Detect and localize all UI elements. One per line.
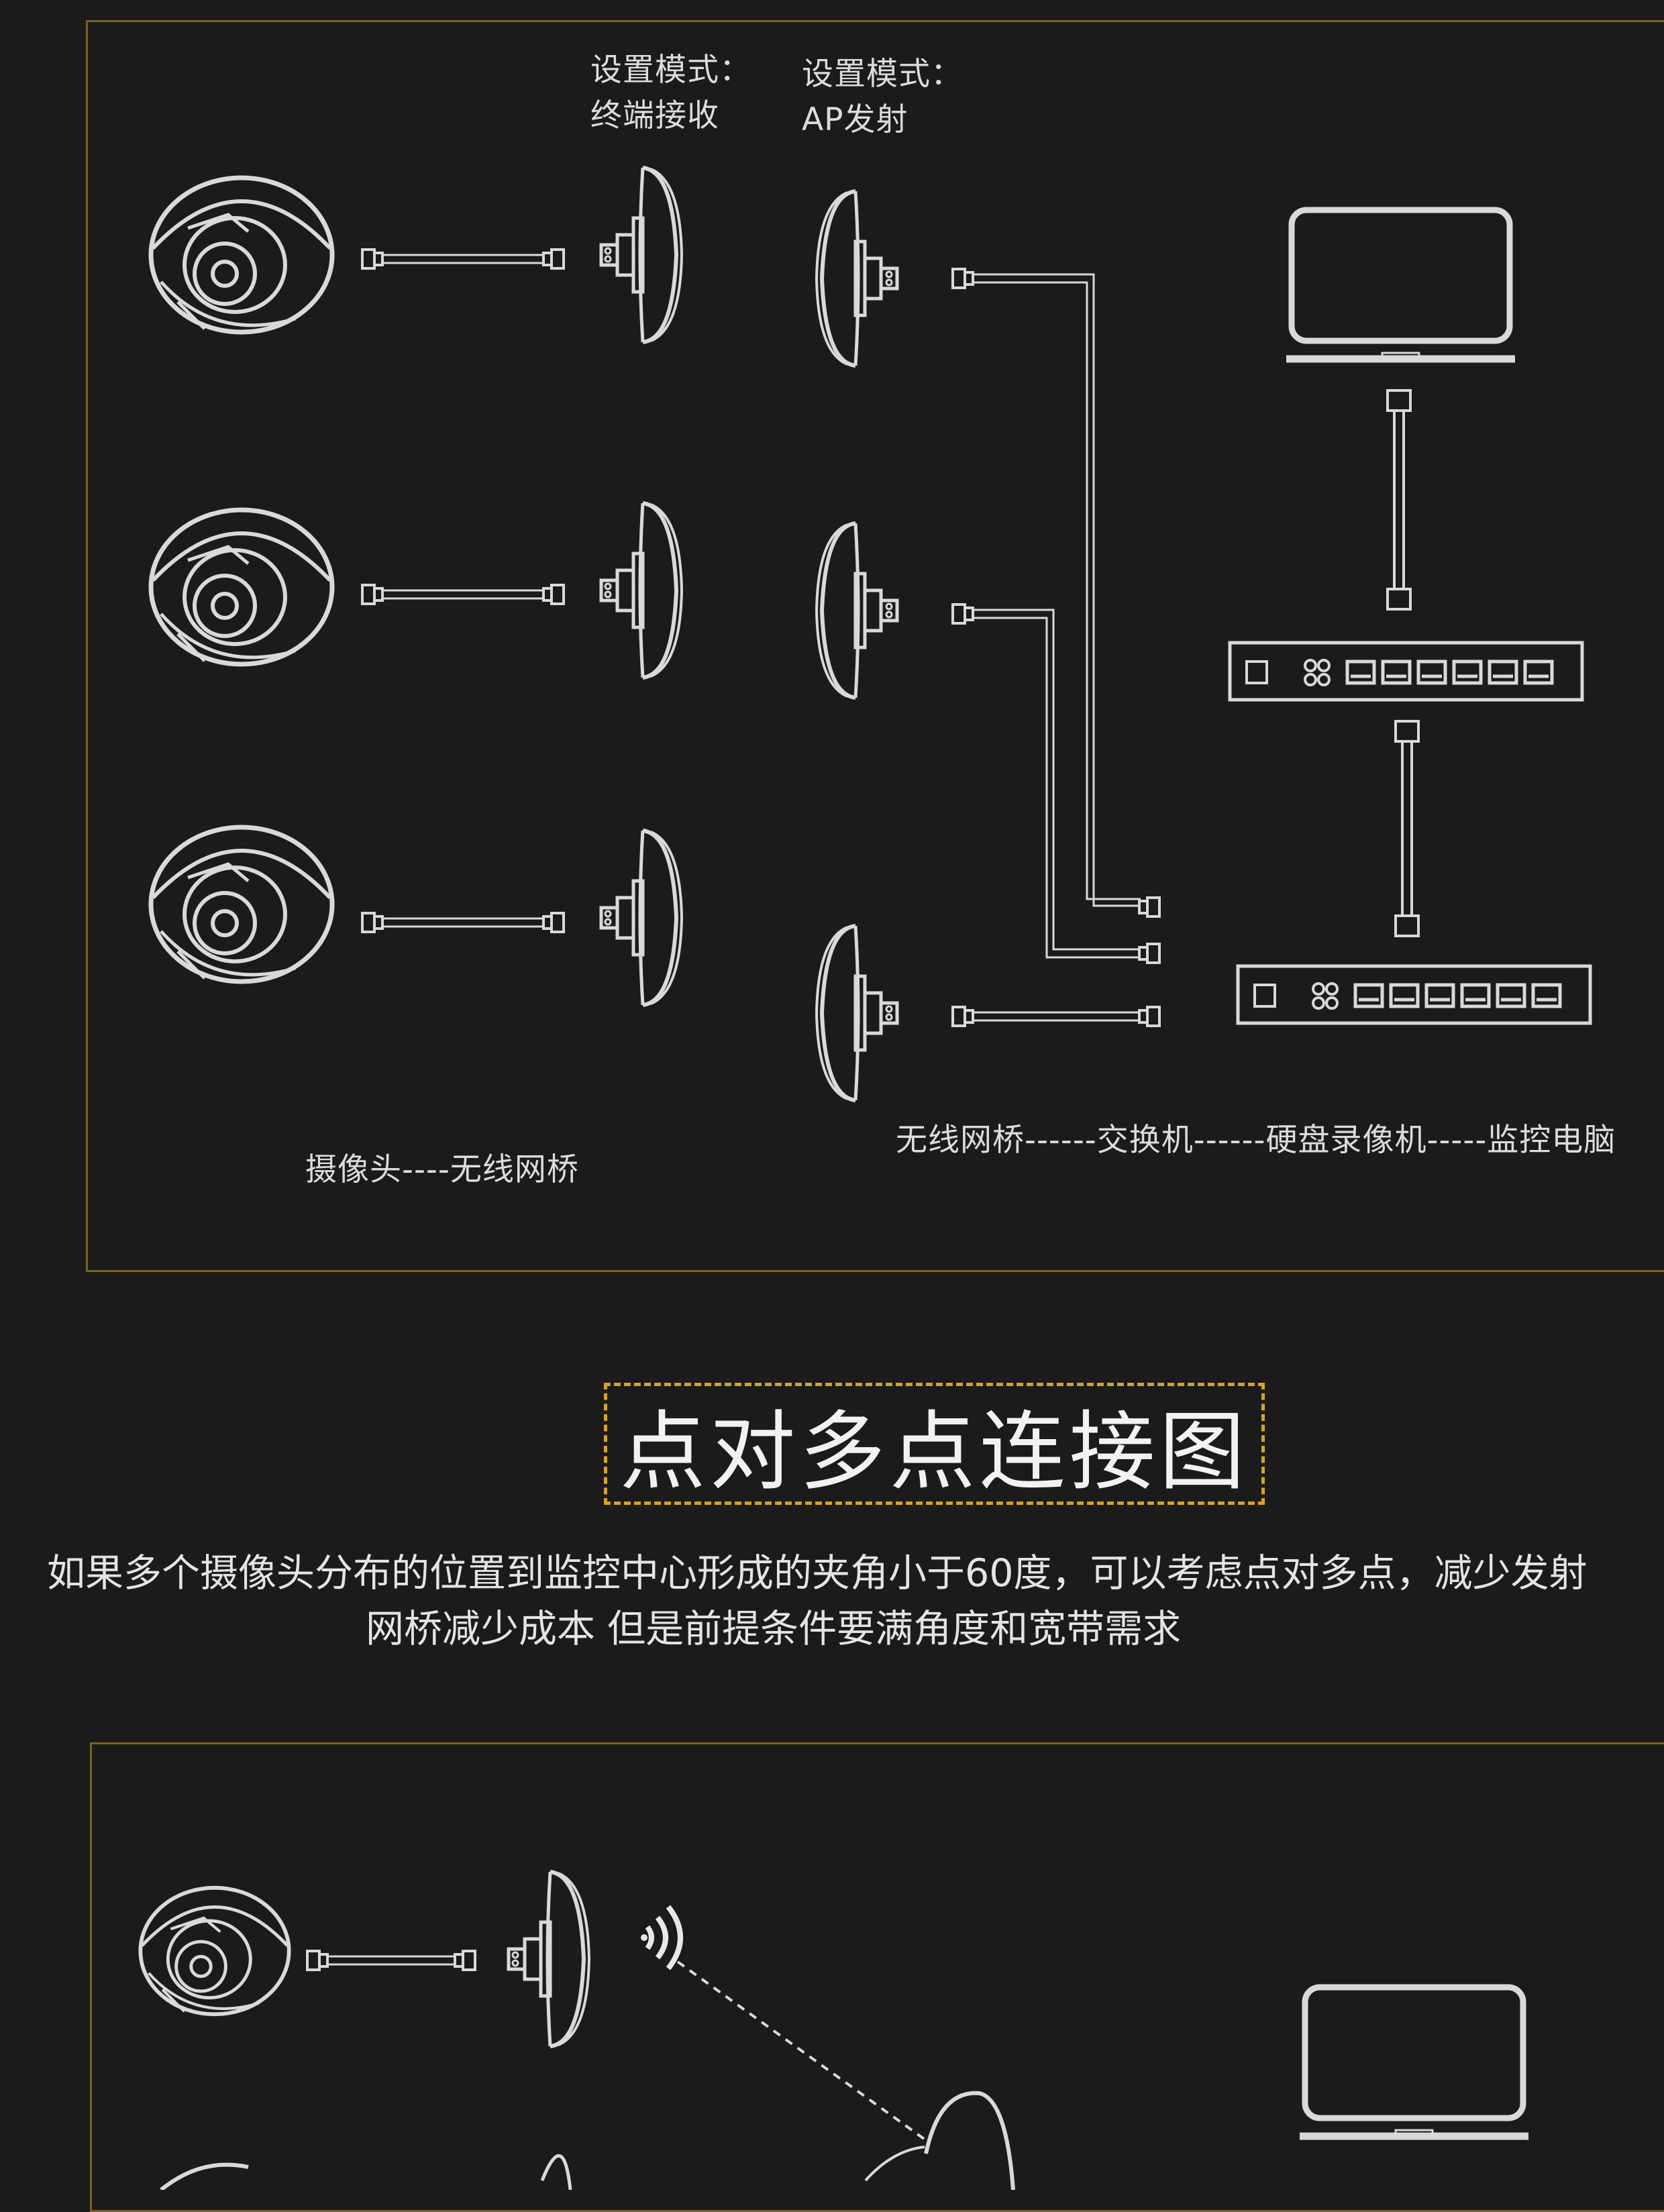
- mode-receive-line2: 终端接收: [590, 97, 719, 134]
- monitoring-laptop: [1286, 210, 1515, 359]
- camera-3: [151, 827, 332, 982]
- caption-camera-bridge: 摄像头----无线网桥: [305, 1151, 579, 1188]
- mode-ap-line1: 设置模式：: [802, 56, 963, 93]
- camera-1: [151, 178, 332, 332]
- section-title: 点对多点连接图: [604, 1383, 1265, 1505]
- section-description-line1: 如果多个摄像头分布的位置到监控中心形成的夹角小于60度，可以考虑点对多点，减少发…: [47, 1551, 1588, 1595]
- camera-2: [151, 510, 332, 664]
- caption-bridge-switch-nvr-pc: 无线网桥------交换机------硬盘录像机-----监控电脑: [896, 1122, 1616, 1159]
- topology-panel-point-to-point: [86, 20, 1664, 1272]
- mode-receive-line1: 设置模式：: [590, 52, 751, 89]
- mode-ap-line2: AP发射: [802, 101, 908, 138]
- monitoring-laptop-2: [1300, 1987, 1528, 2136]
- section-description-line2: 网桥减少成本 但是前提条件要满角度和宽带需求: [366, 1607, 1182, 1651]
